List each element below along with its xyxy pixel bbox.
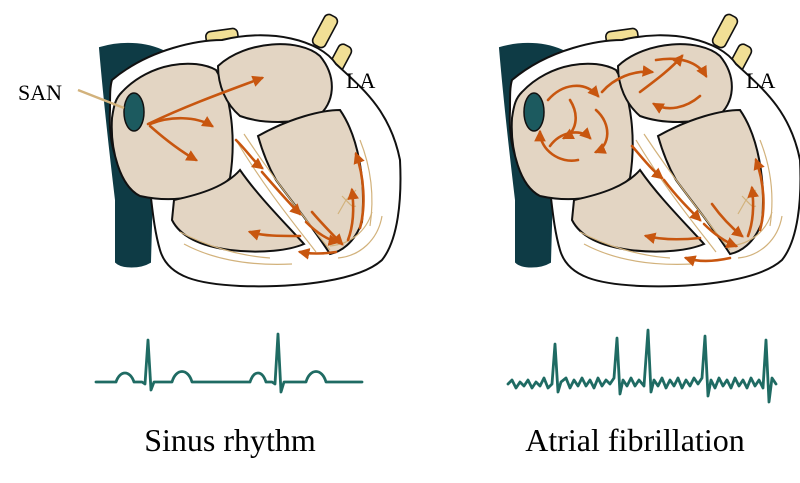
san-label: SAN bbox=[18, 80, 62, 105]
la-label-right: LA bbox=[746, 68, 775, 93]
san-pointer bbox=[77, 88, 125, 110]
la-label-left: LA bbox=[346, 68, 375, 93]
caption-sinus-rhythm: Sinus rhythm bbox=[144, 422, 316, 458]
caption-atrial-fibrillation: Atrial fibrillation bbox=[525, 422, 745, 458]
heart-diagram-af: LA bbox=[499, 11, 800, 288]
impulse-arrows-chaotic bbox=[534, 54, 765, 267]
sinoatrial-node bbox=[123, 92, 145, 132]
impulse-arrows-regular bbox=[146, 75, 365, 260]
sinoatrial-node-af bbox=[523, 92, 545, 132]
ecg-trace-af bbox=[506, 328, 778, 404]
heart-diagram-sinus: SAN LA bbox=[18, 11, 402, 288]
ecg-trace-sinus bbox=[94, 332, 364, 394]
